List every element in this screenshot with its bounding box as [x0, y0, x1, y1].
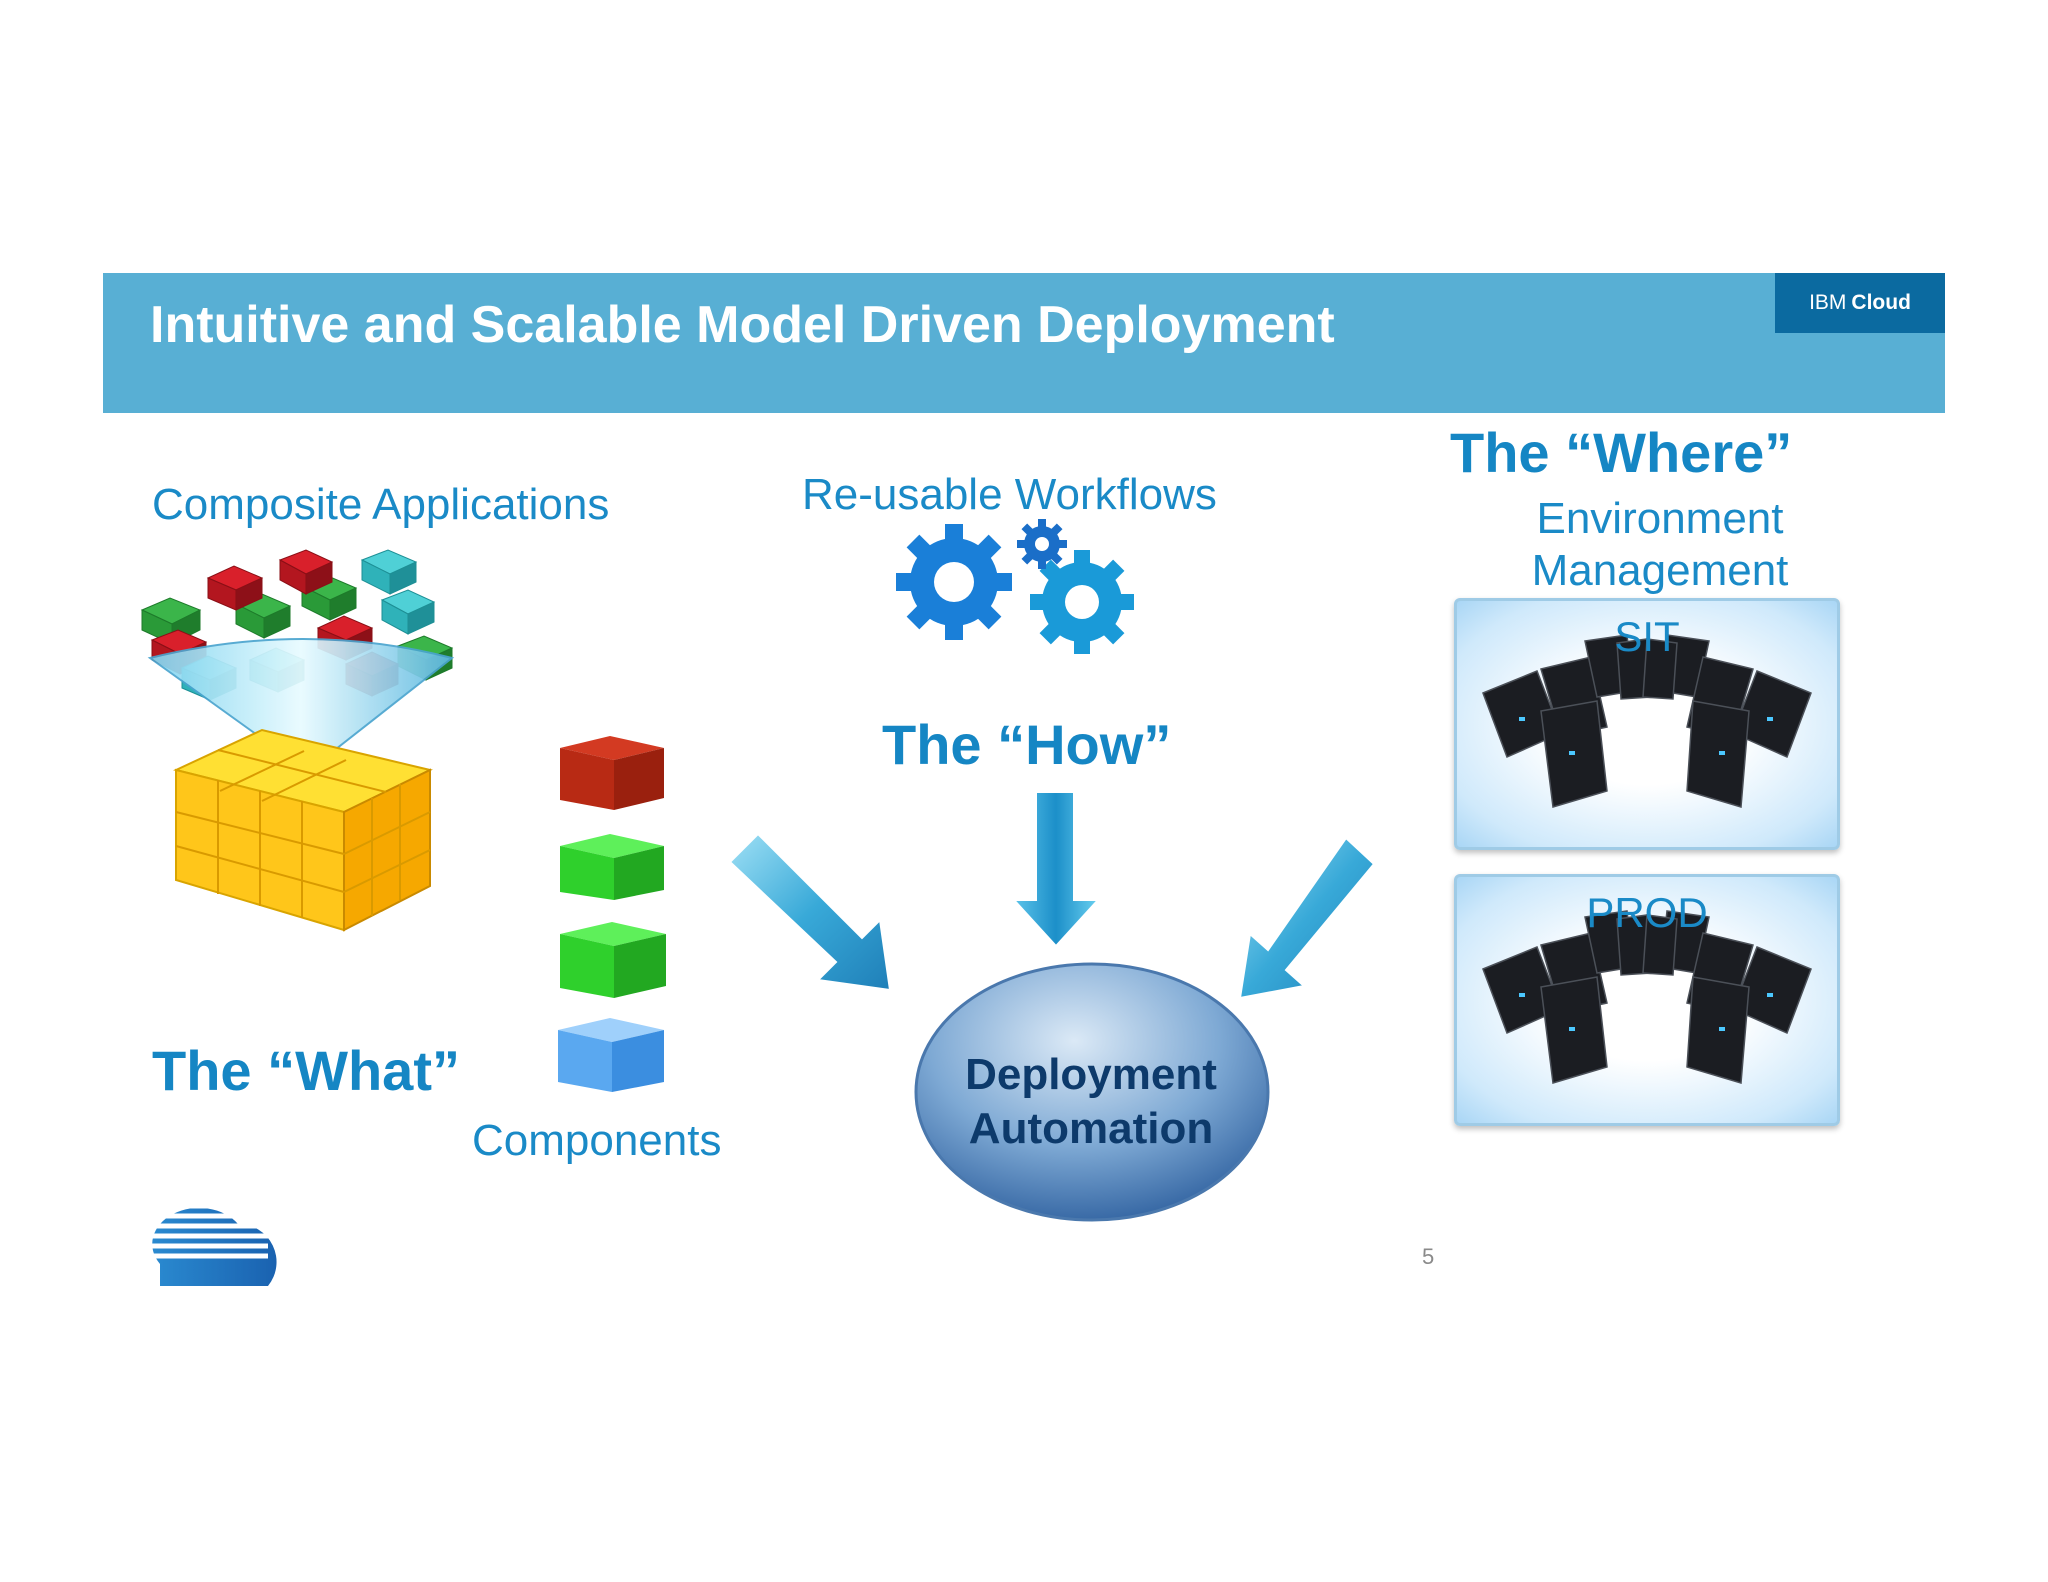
reusable-workflows-label: Re-usable Workflows [802, 470, 1217, 519]
gears-icon [896, 519, 1134, 654]
deployment-automation-ellipse [914, 962, 1270, 1222]
env-box-sit: SIT [1454, 598, 1840, 850]
component-cubes-icon [558, 736, 666, 1092]
brand-prefix: IBM [1809, 291, 1847, 314]
deployment-line: Deployment [965, 1050, 1217, 1099]
automation-line: Automation [968, 1104, 1214, 1153]
how-heading: The “How” [882, 713, 1172, 776]
arrow-right-icon [1238, 836, 1376, 1000]
components-label: Components [472, 1116, 722, 1165]
env-label-sit: SIT [1614, 613, 1680, 660]
composite-applications-label: Composite Applications [152, 480, 610, 529]
slide-title: Intuitive and Scalable Model Driven Depl… [150, 296, 1335, 354]
environment-label: Environment [1536, 494, 1784, 543]
page-number: 5 [1422, 1244, 1435, 1269]
yellow-cube-icon [173, 728, 433, 932]
arrow-down-icon [1011, 791, 1101, 948]
header-band: Intuitive and Scalable Model Driven Depl… [103, 273, 1945, 413]
arrow-left-icon [728, 832, 892, 992]
management-label: Management [1531, 546, 1789, 595]
where-heading: The “Where” [1450, 421, 1793, 484]
ibm-cloud-brand: IBM Cloud [1775, 273, 1945, 333]
server-rack-icon [1482, 910, 1812, 1084]
brand-suffix: Cloud [1851, 291, 1911, 314]
what-heading: The “What” [152, 1039, 460, 1102]
cloud-logo-icon [150, 1203, 277, 1286]
env-label-prod: PROD [1586, 889, 1708, 936]
deployment-automation-label: Deployment Automation [918, 1048, 1264, 1156]
env-box-prod: PROD [1454, 874, 1840, 1126]
server-rack-icon [1482, 634, 1812, 808]
